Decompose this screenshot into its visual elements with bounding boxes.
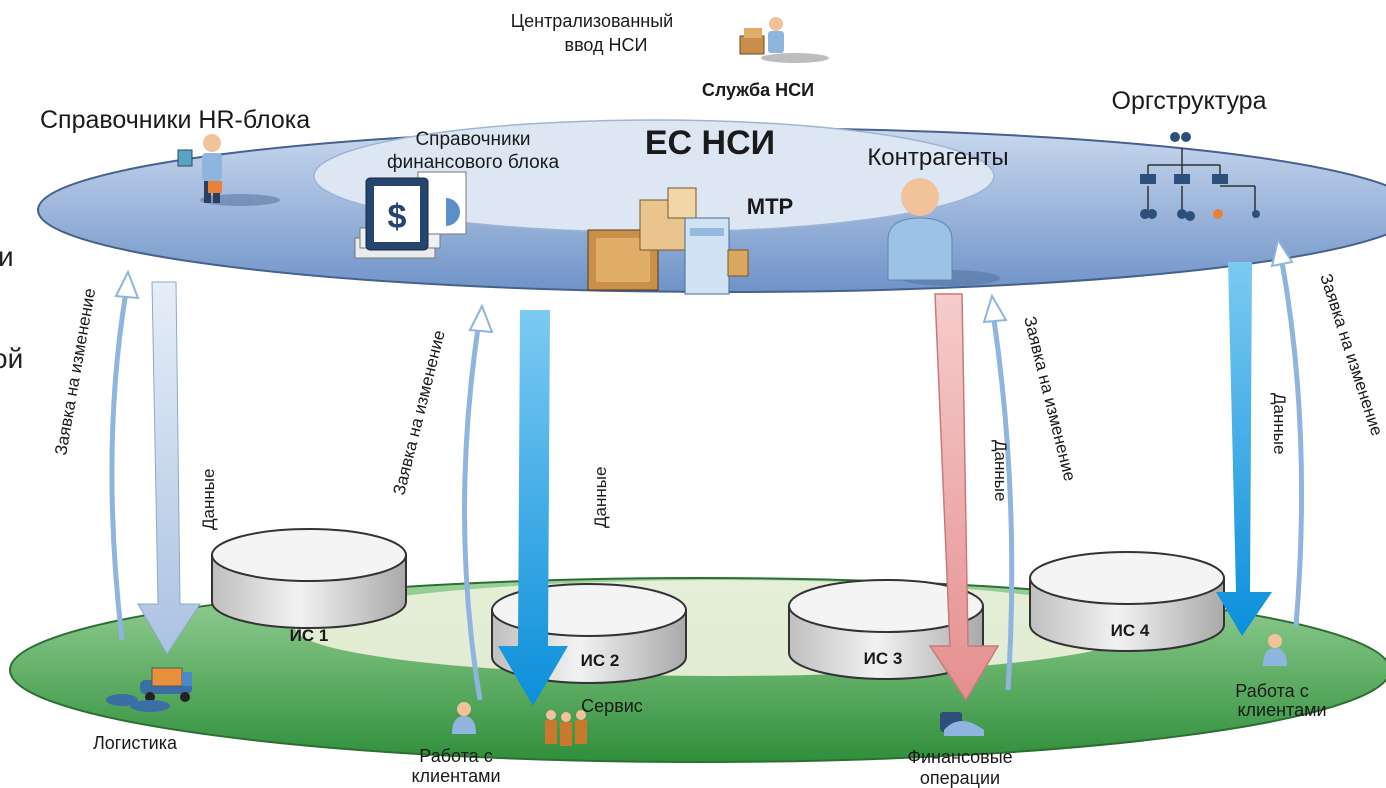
clients-right-label-line2: клиентами [1237,700,1326,720]
logistics-label: Логистика [93,733,178,753]
system-cylinder-3: ИС 3 [788,579,984,680]
clients-left-label-line2: клиентами [411,766,500,786]
system-label-2: ИС 2 [581,651,620,670]
request-arrow-1 [109,269,140,641]
data-label-1: Данные [199,469,218,530]
request-arrow-3 [982,293,1015,691]
fin-directories-line2: финансового блока [387,152,560,173]
data-label-2: Данные [591,467,610,528]
finance-ops-label-line1: Финансовые [907,747,1012,767]
system-cylinder-1: ИС 1 [211,528,407,645]
fin-directories-line1: Справочники [415,129,530,150]
service-label: Сервис [581,696,643,716]
clients-right-label-line1: Работа с [1235,681,1308,701]
request-arrow-2 [462,303,494,701]
system-label-3: ИС 3 [864,649,903,668]
system-label-4: ИС 4 [1111,621,1150,640]
nsi-service-label: Служба НСИ [702,80,814,100]
org-structure-label: Оргструктура [1112,87,1267,115]
hr-directories-label: Справочники HR-блока [40,106,310,134]
es-nsi-title: ЕС НСИ [645,124,775,162]
request-label-3: Заявка на изменение [1020,314,1079,483]
request-label-2: Заявка на изменение [389,328,448,497]
client-person-icon-left [452,702,476,734]
data-arrow-4 [1216,262,1272,636]
counterparties-label: Контрагенты [867,144,1008,171]
data-label-3: Данные [991,440,1010,501]
data-arrow-1 [137,281,201,655]
request-label-1: Заявка на изменение [51,287,99,457]
mtr-boxes-icon [587,187,749,295]
mtr-label: МТР [747,194,793,219]
finance-ops-label-line2: операции [920,768,1000,788]
counterparty-person-icon [887,178,1000,286]
request-label-4: Заявка на изменение [1316,271,1386,438]
svg-text:$: $ [388,198,407,236]
hr-person-icon [177,134,280,206]
request-arrow-4 [1270,237,1305,627]
central-input-icon [739,17,829,63]
clients-left-label-line1: Работа с [419,746,492,766]
bottom-inner-ellipse [295,580,1145,676]
finance-operations-icon [940,712,984,736]
central-input-line2: ввод НСИ [565,35,648,55]
system-cylinder-4: ИС 4 [1029,551,1225,652]
finance-document-icon: $ [354,171,467,259]
data-arrow-2 [498,310,568,706]
system-label-1: ИС 1 [290,626,329,645]
client-person-icon-right [1263,634,1287,666]
data-arrow-3 [928,293,1000,702]
org-structure-icon [1140,132,1260,221]
central-input-line1: Централизованный [511,11,673,31]
side-fragment-2: ой [0,343,23,374]
service-people-icon [545,710,587,746]
truck-icon [106,667,192,712]
side-fragment-1: и [0,241,14,272]
data-label-4: Данные [1270,393,1289,454]
